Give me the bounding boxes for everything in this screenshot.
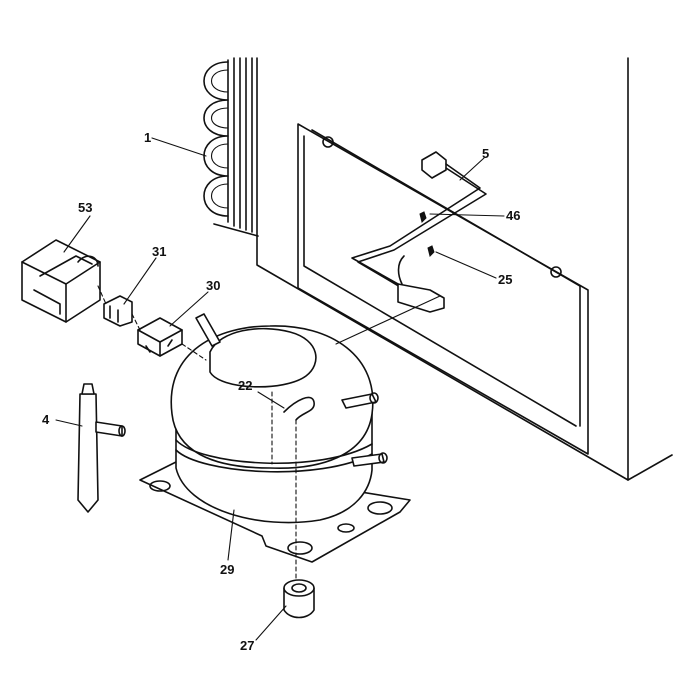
cabinet-outline (256, 57, 673, 481)
callout-53: 53 (78, 200, 92, 215)
callout-29: 29 (220, 562, 234, 577)
callout-25: 25 (498, 272, 512, 287)
callout-31: 31 (152, 244, 166, 259)
callout-4: 4 (42, 412, 50, 427)
overload-clip (103, 295, 133, 327)
compressor (139, 313, 411, 563)
filter-drier (77, 383, 126, 513)
condenser-coil (203, 57, 259, 237)
callout-22: 22 (238, 378, 252, 393)
callout-5: 5 (482, 146, 489, 161)
callout-46: 46 (506, 208, 520, 223)
relay-cover (21, 239, 101, 323)
leader-lines (55, 137, 505, 641)
wiring-harness (351, 151, 487, 313)
grommet (283, 579, 315, 619)
cabinet-recess-panel (297, 123, 589, 455)
assembly-lines (97, 285, 297, 581)
callout-1: 1 (144, 130, 151, 145)
callout-30: 30 (206, 278, 220, 293)
callout-27: 27 (240, 638, 254, 653)
start-relay (137, 317, 183, 357)
